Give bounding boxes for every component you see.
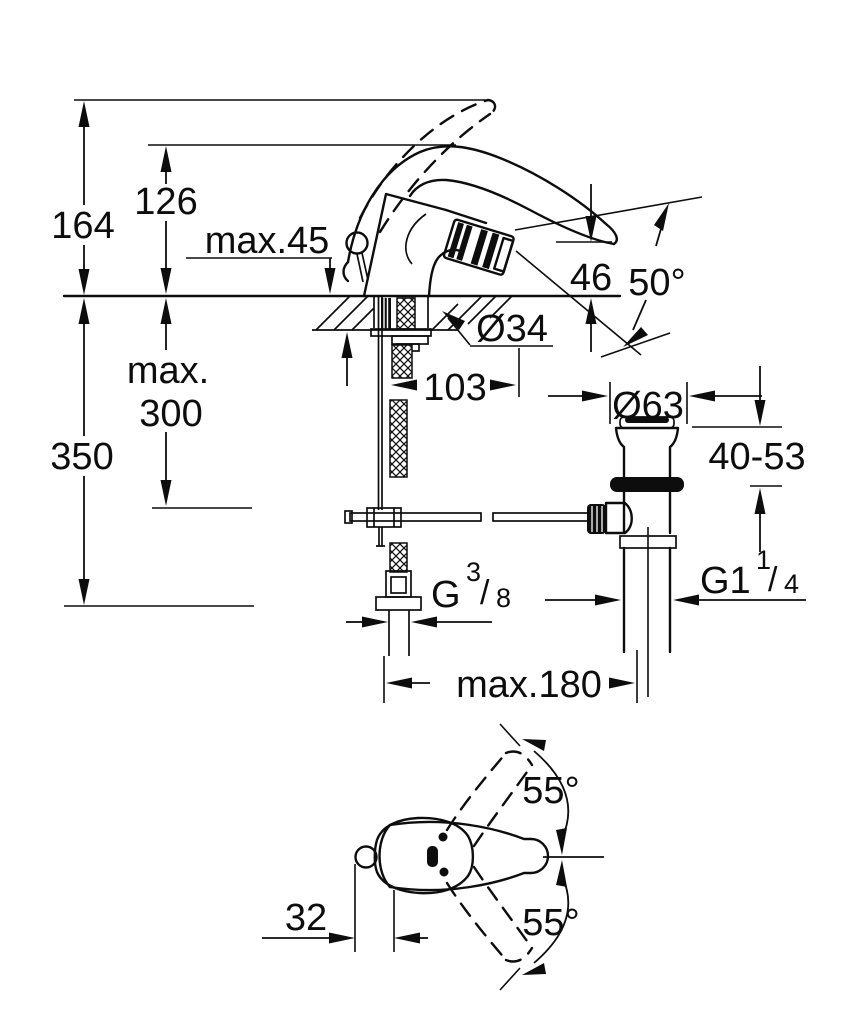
supply-thread-label: G 3 / 8 (431, 557, 511, 616)
body-inner-curve (405, 213, 427, 265)
pull-rod (377, 296, 383, 510)
linkage-rod-left (349, 512, 482, 522)
waste-assembly (587, 416, 684, 697)
dim-deck-thickness-label: max.45 (205, 220, 330, 262)
aerator (442, 218, 515, 276)
faucet-body-outline (362, 192, 448, 298)
dim-hose-depth-label-1: max. (127, 350, 209, 392)
dim-spout-projection-label: 103 (423, 367, 486, 409)
waste-thread-label: G1 1 / 4 (700, 545, 799, 602)
supply-pipe (388, 610, 410, 656)
dim-outlet-height-label: 46 (570, 257, 612, 299)
rod-connector (604, 501, 633, 535)
waste-thread-denominator: 4 (784, 569, 799, 599)
deck-hole-edges (373, 296, 429, 328)
spout-top-edge (444, 208, 488, 225)
dimensions-top-view (262, 723, 604, 991)
waste-body (622, 490, 672, 535)
dim-swing-down-label: 55° (522, 902, 579, 944)
dim-overall-depth-label: 350 (50, 436, 113, 478)
dim-handle-offset-label: 32 (285, 897, 327, 939)
dim-hose-depth-label-2: 300 (139, 393, 202, 435)
handle-open-position (358, 98, 497, 234)
pop-up-knob-stem (356, 252, 369, 283)
dim-overall-height-label: 164 (51, 205, 114, 247)
lever-top-view (388, 820, 550, 892)
dim-outlet-angle-label: 50° (628, 262, 685, 304)
dim-clamping-range-label: 40-53 (708, 436, 805, 478)
deck-hatching (315, 295, 513, 331)
braided-hose-middle (389, 399, 408, 478)
waste-flange (614, 426, 680, 479)
handle-lever-bottom (408, 178, 616, 246)
linkage-rod-cap (344, 510, 353, 524)
below-deck-parts (344, 296, 590, 656)
threaded-stud (381, 298, 391, 329)
supply-hex-nut (375, 596, 422, 611)
handle-nose (342, 260, 350, 283)
rod-lower-tip (376, 527, 385, 547)
waste-thread-numerator: 1 (756, 545, 771, 575)
waste-gasket (610, 477, 684, 492)
braided-hose-upper (391, 344, 413, 379)
lever-swing-down-dashed (445, 865, 534, 963)
pivot-pin (354, 845, 378, 869)
dim-max-reach-label: max.180 (456, 664, 602, 706)
dim-waste-diameter-label: Ø63 (612, 385, 684, 427)
dim-swing-up-label: 55° (522, 770, 579, 812)
deck-cross-section (312, 295, 513, 331)
supply-thread-numerator: 3 (466, 557, 481, 587)
handle-top-view (262, 723, 604, 991)
mounting-nut-step1 (391, 335, 429, 345)
lever-swing-up-dashed (445, 750, 534, 848)
dim-spout-height-label: 126 (134, 181, 197, 223)
waste-thread-slash: / (768, 561, 778, 599)
waste-tailpipe (622, 546, 672, 654)
supply-thread-denominator: 8 (496, 583, 511, 613)
valve-body-top (373, 816, 475, 895)
rod-tee (366, 507, 402, 528)
dimension-labels: 164 126 max.45 46 50° Ø34 103 max. 300 3… (50, 181, 805, 944)
dim-hole-diameter-label: Ø34 (476, 308, 548, 350)
faucet-side-view (342, 98, 618, 298)
braided-hose-lower (389, 542, 408, 573)
dimensions-side-view (78, 101, 806, 703)
pop-up-knob (345, 231, 369, 255)
waste-thread-prefix: G1 (700, 560, 751, 602)
linkage-rod-right (492, 512, 590, 522)
supply-thread-slash: / (480, 574, 490, 612)
reference-lines (62, 99, 622, 607)
lever-mark (427, 846, 438, 867)
hose-through-deck (396, 297, 416, 330)
supply-thread-prefix: G (431, 574, 461, 616)
lever-joint-arc (378, 823, 392, 889)
